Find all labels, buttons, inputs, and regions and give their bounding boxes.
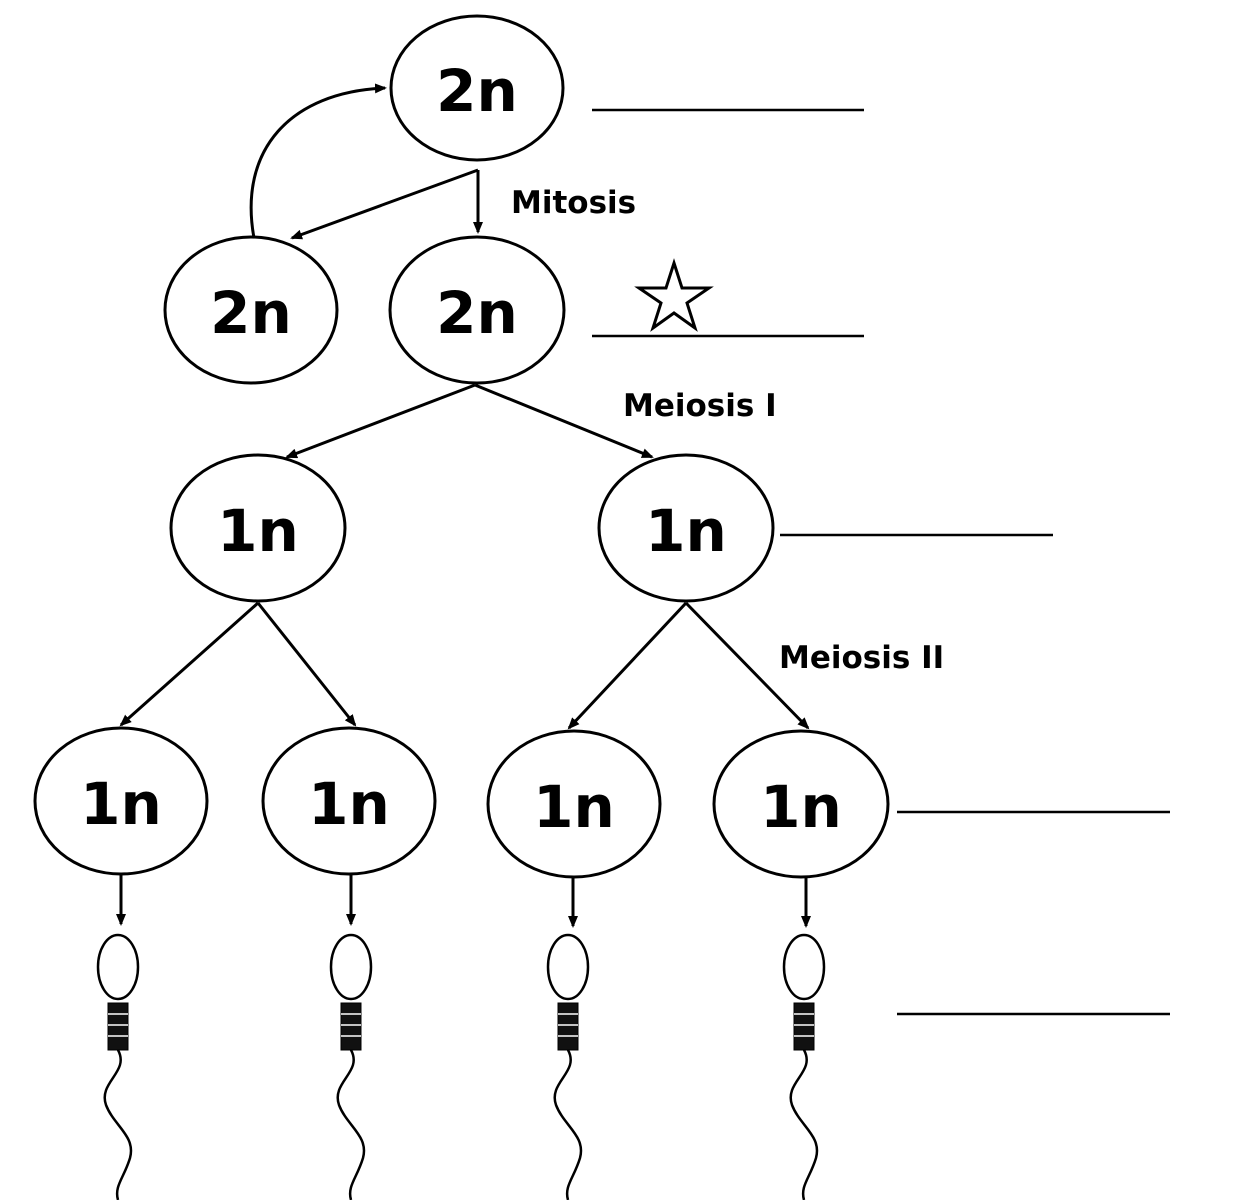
sperm-cell-icon-2 (329, 933, 373, 1200)
cell-top: 2n (389, 14, 565, 162)
mitosis-arrow-left (290, 168, 479, 240)
cell-meiosis2-c-label: 1n (533, 773, 615, 841)
sperm-cell-icon-3 (546, 933, 590, 1200)
cell-meiosis2-d: 1n (712, 729, 890, 879)
meiosis1-arrows (285, 383, 654, 459)
meiosis2-label: Meiosis II (779, 640, 944, 676)
self-renewal-arrow (249, 83, 387, 239)
star-outline-icon (634, 258, 714, 332)
sperm-cell-icon-4 (782, 933, 826, 1200)
cell-meiosis1-right: 1n (597, 453, 775, 603)
meiosis2-arrow-b (256, 602, 357, 727)
cell-mitosis-right: 2n (388, 235, 566, 385)
cell-mitosis-right-label: 2n (436, 279, 518, 347)
meiosis2-arrows (119, 601, 810, 730)
cell-mitosis-left: 2n (163, 235, 339, 385)
mitosis-label: Mitosis (511, 185, 636, 221)
spermiogenesis-arrows (116, 874, 811, 928)
meiosis1-arrow-right (474, 383, 654, 459)
cell-meiosis2-b: 1n (261, 726, 437, 876)
cell-meiosis2-a: 1n (33, 726, 209, 876)
cell-meiosis2-c: 1n (486, 729, 662, 879)
sperm-cell-icon-1 (96, 933, 140, 1200)
cell-meiosis2-d-label: 1n (760, 773, 842, 841)
cell-meiosis1-left: 1n (169, 453, 347, 603)
meiosis1-label: Meiosis I (623, 388, 777, 424)
cell-meiosis1-left-label: 1n (217, 497, 299, 565)
meiosis2-arrow-c (567, 601, 688, 730)
cell-top-label: 2n (436, 57, 518, 125)
cell-meiosis2-a-label: 1n (80, 770, 162, 838)
cell-meiosis2-b-label: 1n (308, 770, 390, 838)
meiosis1-arrow-left (285, 383, 476, 459)
mitosis-arrows (249, 83, 483, 240)
meiosis2-arrow-a (119, 601, 259, 727)
meiosis2-arrow-d (684, 601, 810, 730)
cell-mitosis-left-label: 2n (210, 279, 292, 347)
cell-meiosis1-right-label: 1n (645, 497, 727, 565)
